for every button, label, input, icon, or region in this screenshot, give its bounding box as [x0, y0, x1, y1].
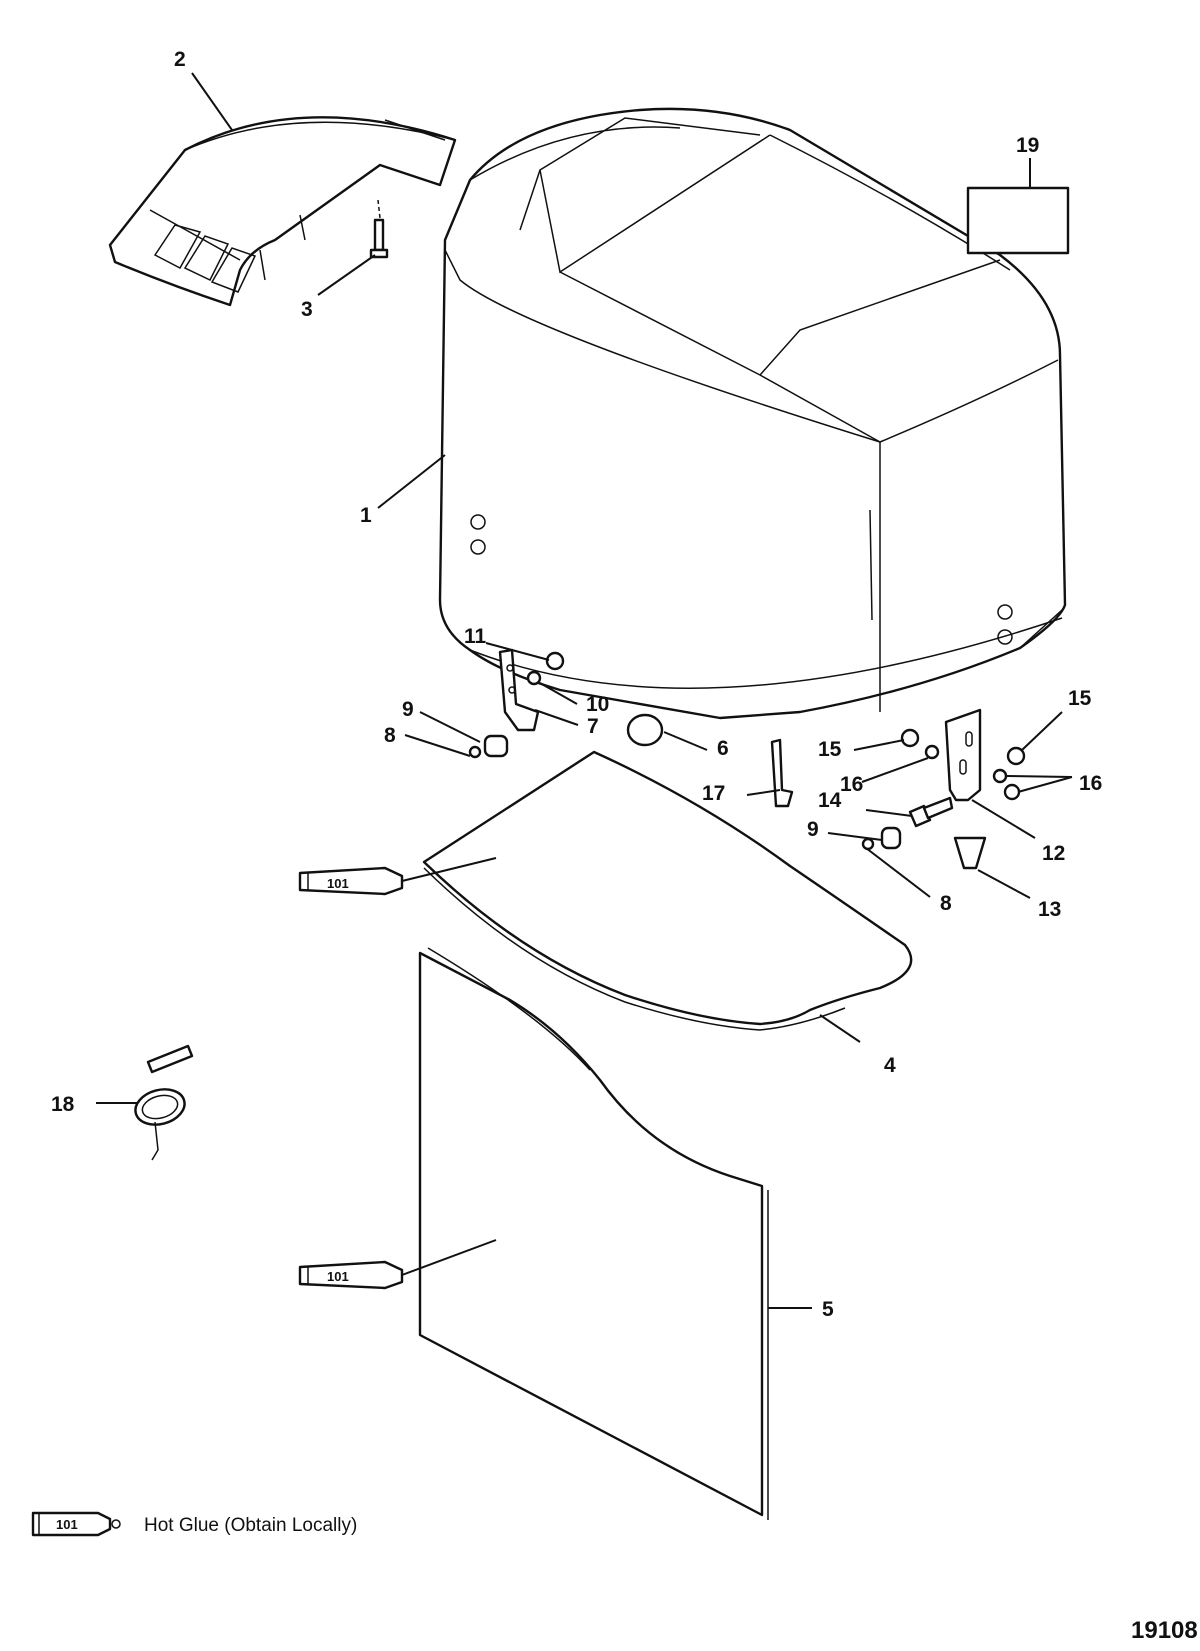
- tube-label-upper: 101: [327, 876, 349, 891]
- callout-9a: 9: [402, 698, 414, 721]
- callout-8b: 8: [940, 892, 952, 915]
- screw-part: [369, 199, 389, 259]
- legend: 101 Hot Glue (Obtain Locally): [31, 1511, 357, 1537]
- legend-text: Hot Glue (Obtain Locally): [144, 1515, 357, 1536]
- callout-6: 6: [717, 737, 729, 760]
- callout-13: 13: [1038, 898, 1061, 921]
- seal-sheet-part: [422, 750, 913, 1026]
- callout-7: 7: [587, 715, 599, 738]
- callout-9b: 9: [807, 818, 819, 841]
- callout-10: 10: [586, 693, 609, 716]
- callout-12: 12: [1042, 842, 1065, 865]
- glue-tube-upper-icon: 101: [298, 866, 404, 896]
- legend-glue-tube-icon: 101: [31, 1511, 121, 1537]
- leader-lines: [96, 72, 1073, 1309]
- grommet-part: [626, 713, 664, 747]
- callout-16b: 16: [1079, 772, 1102, 795]
- callout-16a: 16: [840, 773, 863, 796]
- decal-part: [966, 186, 1070, 255]
- callout-3: 3: [301, 298, 313, 321]
- callout-4: 4: [884, 1054, 896, 1077]
- callout-5: 5: [822, 1298, 834, 1321]
- latch-part: [770, 738, 794, 808]
- callout-19: 19: [1016, 134, 1039, 157]
- legend-code: 101: [56, 1517, 78, 1532]
- right-bracket-hardware: [861, 708, 1026, 870]
- callout-11: 11: [464, 625, 487, 648]
- figure-id: 19108: [1131, 1617, 1198, 1644]
- callout-1: 1: [360, 504, 372, 527]
- left-bracket-hardware: [468, 648, 565, 759]
- callout-18: 18: [51, 1093, 75, 1116]
- callout-17: 17: [702, 782, 725, 805]
- callout-8a: 8: [384, 724, 396, 747]
- wire-harness-part: [134, 1044, 194, 1161]
- top-cowl-part: [438, 107, 1067, 720]
- callout-labels: 1 2 3 4 5 6 7 8 8 9 9 10 11 12 13 14 15 …: [51, 48, 1102, 1321]
- callout-15b: 15: [1068, 687, 1092, 710]
- glue-tube-lower-icon: 101: [298, 1260, 404, 1290]
- vent-cover-part: [108, 116, 457, 307]
- side-panel-part: [418, 947, 769, 1520]
- callout-15a: 15: [818, 738, 842, 761]
- callout-14: 14: [818, 789, 842, 812]
- callout-2: 2: [174, 48, 186, 71]
- tube-label-lower: 101: [327, 1269, 349, 1284]
